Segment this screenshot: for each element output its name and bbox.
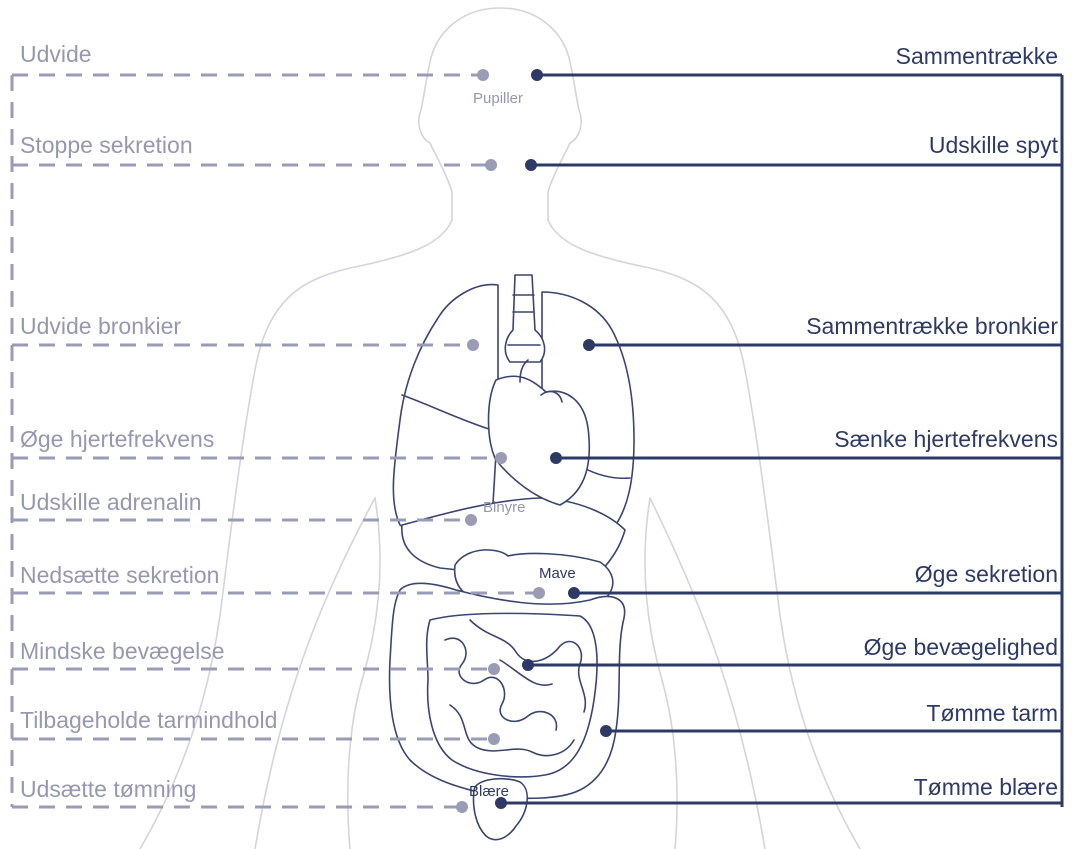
organ-label-pupils: Pupiller <box>473 90 523 107</box>
left-label-retain-content: Tilbageholde tarmindhold <box>20 707 277 733</box>
dot-saliva-left <box>485 159 497 171</box>
dot-adrenal-left <box>465 514 477 526</box>
right-label-secrete-saliva: Udskille spyt <box>929 132 1059 158</box>
left-label-increase-heart-rate: Øge hjertefrekvens <box>20 426 214 452</box>
head-outline <box>419 8 581 220</box>
left-lung-icon <box>393 285 498 533</box>
right-label-constrict-pupils: Sammentrække <box>896 43 1058 69</box>
dot-pupils-right <box>531 69 543 81</box>
right-label-empty-bladder: Tømme blære <box>914 774 1058 800</box>
left-label-delay-emptying: Udsætte tømning <box>20 776 196 802</box>
dot-colon-right <box>600 725 612 737</box>
left-label-dilate-pupils: Udvide <box>20 41 92 67</box>
arm-inner-left <box>348 498 380 849</box>
dot-intestine-right <box>522 659 534 671</box>
dot-bladder-right <box>495 797 507 809</box>
left-label-reduce-secretion: Nedsætte sekretion <box>20 562 219 588</box>
organs <box>390 275 634 840</box>
dot-bladder-left <box>456 801 468 813</box>
right-labels: Sammentrække Udskille spyt Sammentrække … <box>806 43 1058 800</box>
dot-stomach-right <box>568 587 580 599</box>
right-label-lower-heart-rate: Sænke hjertefrekvens <box>834 426 1058 452</box>
dot-heart-right <box>550 452 562 464</box>
arm-inner-right <box>645 498 677 849</box>
left-label-stop-secretion: Stoppe sekretion <box>20 132 193 158</box>
left-label-dilate-bronchi: Udvide bronkier <box>20 313 181 339</box>
dot-colon-left <box>488 733 500 745</box>
dot-stomach-left <box>533 587 545 599</box>
torso-right <box>650 498 765 849</box>
trachea-icon <box>505 275 544 362</box>
dot-heart-left <box>495 452 507 464</box>
left-labels: Udvide Stoppe sekretion Udvide bronkier … <box>20 41 277 802</box>
left-label-reduce-motility: Mindske bevægelse <box>20 638 225 664</box>
organ-label-stomach: Mave <box>539 565 576 582</box>
right-label-increase-motility: Øge bevægelighed <box>864 634 1058 660</box>
dot-intestine-left <box>488 663 500 675</box>
dot-pupils-left <box>477 69 489 81</box>
torso-left <box>255 498 375 849</box>
dot-saliva-right <box>525 159 537 171</box>
organ-label-adrenal: Binyre <box>483 499 526 516</box>
right-label-constrict-bronchi: Sammentrække bronkier <box>806 313 1058 339</box>
left-label-secrete-adrenaline: Udskille adrenalin <box>20 489 202 515</box>
dot-bronchi-left <box>467 339 479 351</box>
right-label-empty-bowel: Tømme tarm <box>926 700 1058 726</box>
dot-bronchi-right <box>583 339 595 351</box>
right-label-increase-secretion: Øge sekretion <box>915 561 1058 587</box>
